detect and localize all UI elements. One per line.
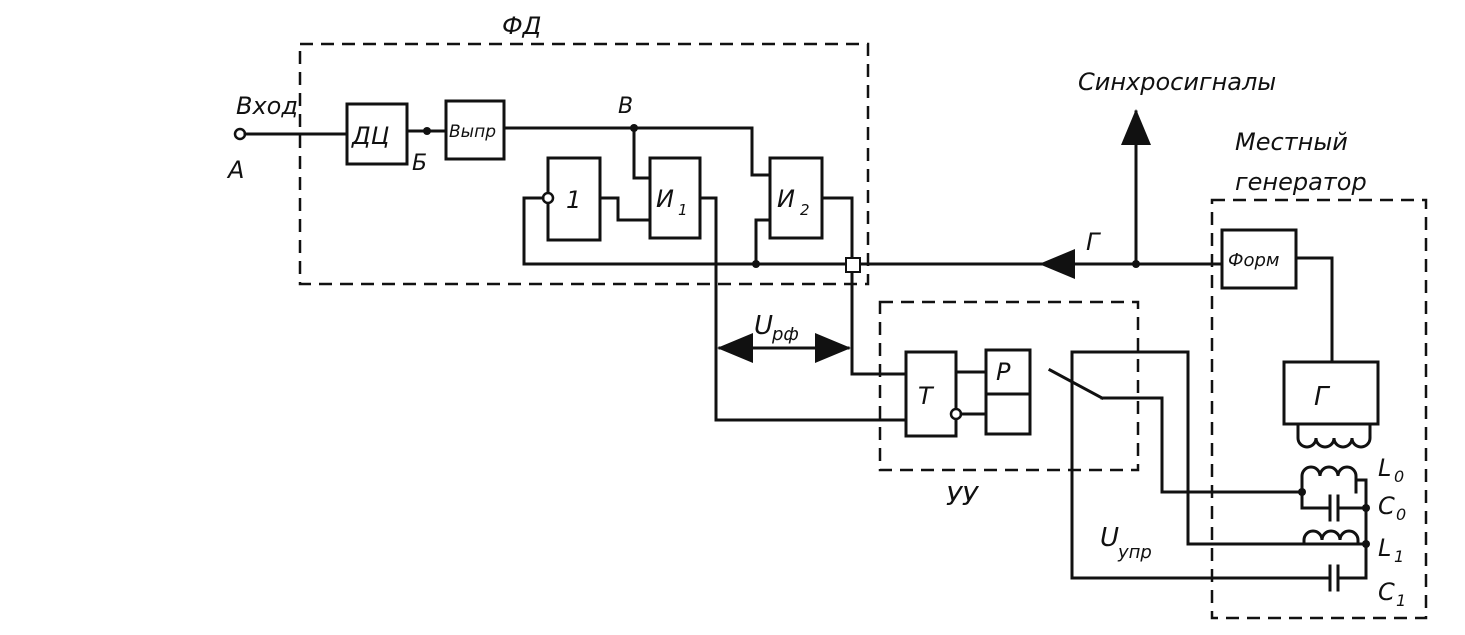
- uu-group-outline: [878, 300, 1140, 472]
- and2-gate: [768, 156, 824, 240]
- crossing-jumper: [845, 257, 861, 273]
- fd-label: ФД: [502, 12, 541, 40]
- l0-coil: [1300, 465, 1358, 494]
- fd-group-outline: [298, 42, 870, 286]
- local-generator-label-1: Местный: [1235, 128, 1348, 156]
- node-b: [423, 127, 431, 135]
- point-g-label: Г: [1086, 228, 1101, 256]
- point-v-label: В: [618, 94, 633, 119]
- local-generator-outline: [1210, 198, 1428, 620]
- vyp-label: Выпр: [449, 122, 496, 142]
- node-l1: [1362, 540, 1370, 548]
- urf-sub: рф: [771, 324, 799, 345]
- and2-label: И: [777, 185, 795, 213]
- generator-label: Г: [1314, 382, 1331, 412]
- urf-label: U: [754, 311, 773, 341]
- not-gate-label: 1: [566, 186, 581, 214]
- and1-gate: [648, 156, 702, 240]
- trigger-label: Т: [918, 382, 935, 410]
- relay-block: [984, 348, 1032, 436]
- generator-block: [1282, 360, 1380, 426]
- switch-top: [1070, 350, 1366, 580]
- wire-g-and2: [754, 218, 772, 266]
- wire-v-and1: [632, 126, 652, 180]
- relay-label: Р: [996, 358, 1011, 386]
- former-block: [1220, 228, 1298, 290]
- l0-label: L: [1378, 454, 1391, 482]
- c1-sub: 1: [1396, 591, 1406, 610]
- input-label: Вход: [236, 92, 298, 120]
- dc-label: ДЦ: [351, 122, 389, 150]
- uupr-label: U: [1100, 523, 1119, 553]
- dc-block: [345, 102, 409, 166]
- uu-label: УУ: [946, 482, 980, 512]
- l1-label: L: [1378, 534, 1391, 562]
- point-b-label: Б: [412, 151, 427, 176]
- c1-label: C: [1378, 578, 1395, 606]
- c0-label: C: [1378, 492, 1395, 520]
- and1-label: И: [656, 185, 674, 213]
- wire-not-feedback: [522, 196, 545, 266]
- switch-blade: [1047, 367, 1105, 401]
- sync-label: Синхросигналы: [1078, 68, 1276, 96]
- wire-former-gen: [1294, 256, 1334, 364]
- wire-l0-left: [1300, 478, 1330, 510]
- uupr-sub: упр: [1117, 542, 1152, 563]
- vyp-block: [444, 99, 506, 161]
- wire-and2-out: [820, 196, 908, 376]
- and1-sub: 1: [678, 201, 688, 219]
- wire-and1-out: [698, 196, 908, 422]
- point-a-label: А: [226, 156, 244, 184]
- c0-sub: 0: [1396, 505, 1406, 524]
- l1-coil: [1302, 529, 1360, 546]
- switch-out: [1100, 396, 1304, 494]
- local-generator-label-2: генератор: [1235, 168, 1367, 196]
- and2-sub: 2: [800, 201, 810, 219]
- wire-vyp-out: [502, 126, 772, 177]
- trigger-block: [904, 350, 958, 438]
- l1-sub: 1: [1394, 547, 1404, 566]
- not-gate: [546, 156, 602, 242]
- wire-l0-right: [1354, 478, 1368, 510]
- former-label: Форм: [1228, 250, 1280, 271]
- wire-not-and1: [598, 196, 652, 222]
- l0-sub: 0: [1394, 467, 1404, 486]
- generator-coil: [1296, 422, 1372, 449]
